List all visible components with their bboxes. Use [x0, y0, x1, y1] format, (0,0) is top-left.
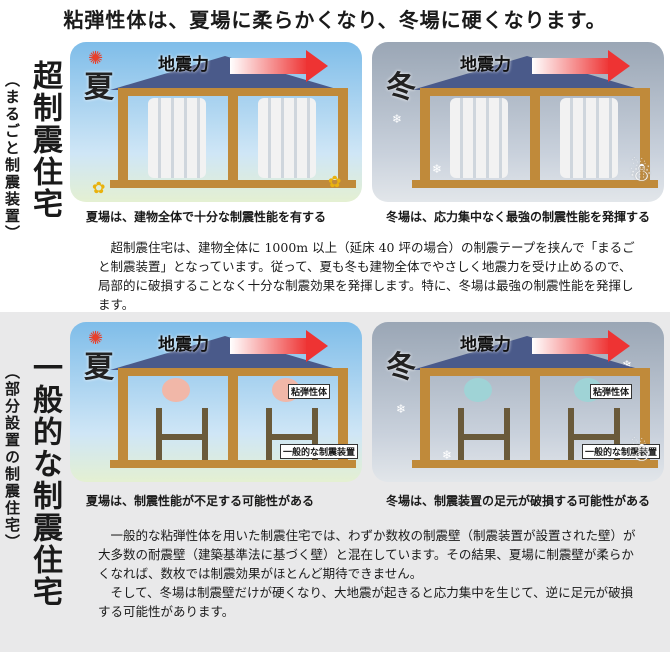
- section1-summer-caption: 夏場は、建物全体で十分な制震性能を有する: [86, 210, 327, 224]
- roof: [110, 56, 340, 90]
- winter-label: 冬: [386, 70, 416, 105]
- device-tag: 一般的な制震装置: [280, 444, 359, 459]
- viscoelastic-tag: 粘弾性体: [288, 384, 331, 399]
- device-tag: 一般的な制震装置: [582, 444, 661, 459]
- section1-winter-caption: 冬場は、応力集中なく最強の制震性能を発揮する: [386, 210, 651, 224]
- house-frame: [412, 368, 658, 468]
- winter-label: 冬: [386, 350, 416, 385]
- section2-subheading: （部分設置の制震住宅）: [3, 364, 21, 551]
- flower-icon: ✿: [92, 178, 106, 197]
- section-conventional-damping: 一般的な制震住宅 （部分設置の制震住宅） ✺ 地震力 夏 粘弾性体 一般的な制震…: [0, 312, 670, 652]
- force-label: 地震力: [460, 335, 511, 355]
- roof: [110, 336, 340, 370]
- roof: [412, 56, 642, 90]
- force-arrow: [230, 338, 308, 354]
- force-arrow: [532, 338, 610, 354]
- section2-summer-illustration: ✺ 地震力 夏 粘弾性体 一般的な制震装置: [70, 322, 362, 482]
- house-frame: [110, 88, 356, 188]
- page-title: 粘弾性体は、夏場に柔らかくなり、冬場に硬くなります。: [63, 8, 607, 32]
- section2-summer-caption: 夏場は、制震性能が不足する可能性がある: [86, 494, 315, 508]
- section2-heading: 一般的な制震住宅: [27, 352, 62, 608]
- flower-icon: ✿: [328, 172, 342, 191]
- section1-heading: 超制震住宅: [27, 60, 62, 220]
- force-arrow: [230, 58, 308, 74]
- sun-icon: ✺: [88, 328, 104, 349]
- force-arrow: [532, 58, 610, 74]
- section1-summer-illustration: ✺ 地震力 夏 ✿ ✿: [70, 42, 362, 202]
- section-super-damping: 超制震住宅 （まるごと制震装置） ✺ 地震力 夏 ✿ ✿ ❄❄❄❄ 地震力 冬 …: [0, 36, 670, 312]
- force-label: 地震力: [460, 55, 511, 75]
- summer-label: 夏: [84, 350, 114, 385]
- section1-subheading: （まるごと制震装置）: [3, 72, 21, 242]
- roof: [412, 336, 642, 370]
- snowman-icon: ☃: [628, 158, 652, 188]
- snowman-icon: ☃: [628, 438, 652, 468]
- viscoelastic-tag: 粘弾性体: [590, 384, 633, 399]
- section2-winter-caption: 冬場は、制震装置の足元が破損する可能性がある: [386, 494, 651, 508]
- summer-label: 夏: [84, 70, 114, 105]
- force-label: 地震力: [158, 335, 209, 355]
- sun-icon: ✺: [88, 48, 104, 69]
- section2-paragraph: 一般的な粘弾性体を用いた制震住宅では、わずか数枚の制震壁（制震装置が設置された壁…: [98, 528, 636, 619]
- section1-paragraph: 超制震住宅は、建物全体に 1000m 以上（延床 40 坪の場合）の制震テープを…: [98, 240, 635, 312]
- section1-winter-illustration: ❄❄❄❄ 地震力 冬 ☃: [372, 42, 664, 202]
- house-frame: [412, 88, 658, 188]
- force-label: 地震力: [158, 55, 209, 75]
- section2-winter-illustration: ❄❄❄ 地震力 冬 粘弾性体 一般的な制震装置 ☃: [372, 322, 664, 482]
